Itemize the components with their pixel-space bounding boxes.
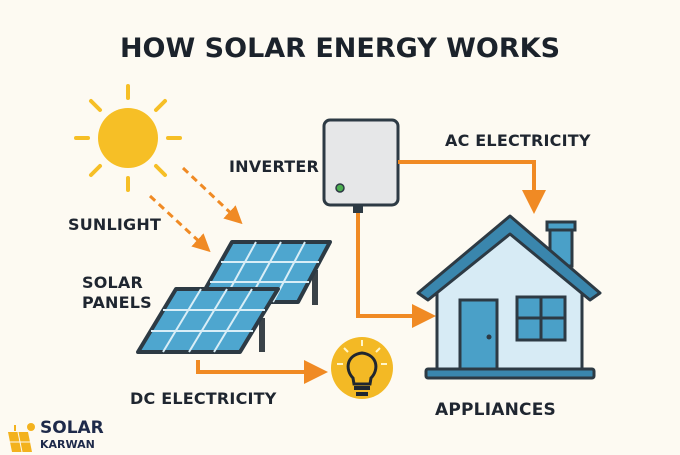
brand-logo: SOLAR KARWAN <box>40 418 104 451</box>
label-dc-electricity: DC ELECTRICITY <box>130 389 277 408</box>
sun-icon <box>74 84 182 192</box>
inverter-icon <box>322 118 400 213</box>
page-title: HOW SOLAR ENERGY WORKS <box>119 33 561 64</box>
label-solar-panels-1: SOLAR <box>82 273 144 292</box>
logo-line1: SOLAR <box>40 418 104 438</box>
label-solar-panels-2: PANELS <box>82 293 152 312</box>
label-appliances: APPLIANCES <box>435 400 556 420</box>
solar-panel-front <box>136 287 280 354</box>
lightbulb-icon <box>331 337 393 399</box>
dc-arrow <box>196 360 328 384</box>
solar-karwan-logo-icon <box>8 423 35 453</box>
label-ac-electricity: AC ELECTRICITY <box>445 131 591 150</box>
ac-arrow <box>398 160 546 214</box>
inverter-to-house-arrow <box>356 213 436 328</box>
logo-line2: KARWAN <box>40 438 95 451</box>
house-icon <box>416 214 602 380</box>
label-inverter: INVERTER <box>229 157 320 176</box>
sunlight-arrows <box>148 166 243 253</box>
label-sunlight: SUNLIGHT <box>68 215 162 234</box>
